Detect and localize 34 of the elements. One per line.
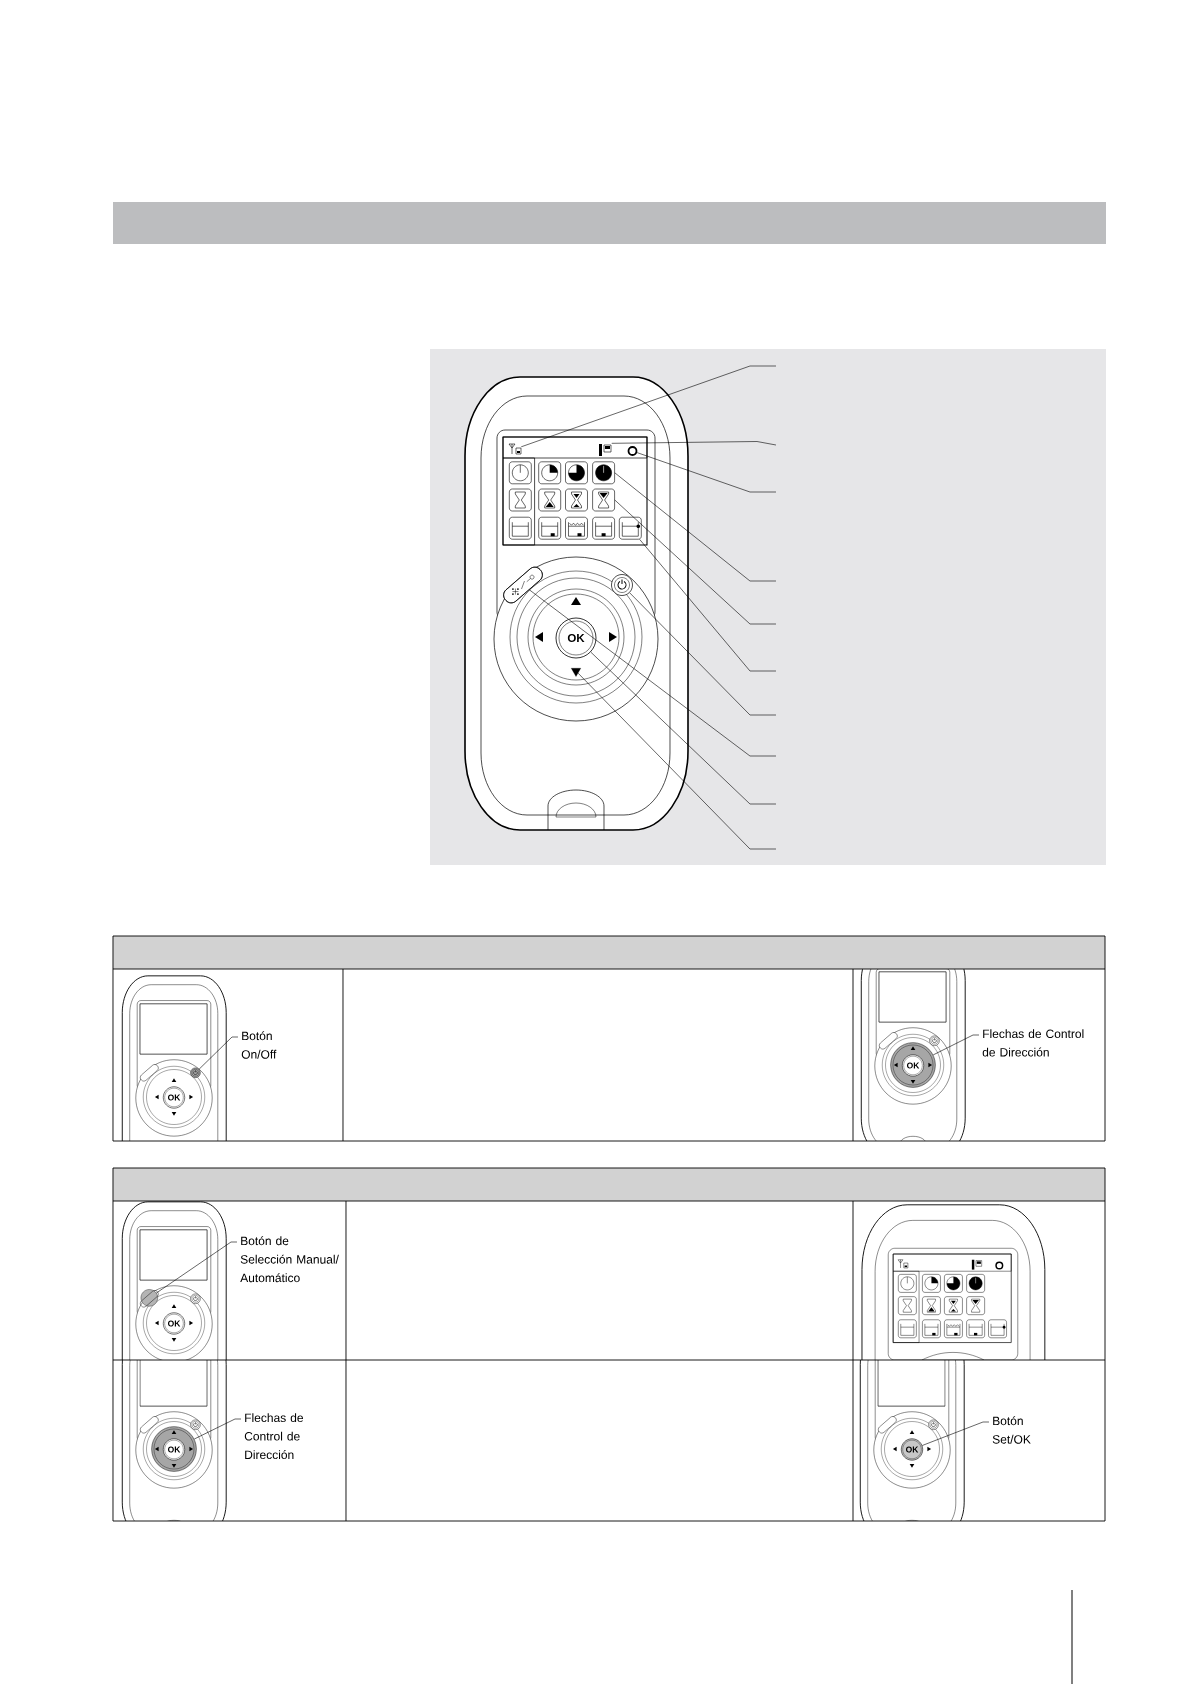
leader-line [639, 539, 777, 672]
timer-icon [592, 461, 615, 485]
ok-button: OK [163, 1312, 185, 1335]
callout-label: Botón de Selección Manual/ Automático [240, 1236, 339, 1283]
mode-button [140, 1289, 159, 1308]
leader-line [611, 441, 777, 446]
level-icon [599, 444, 612, 456]
arrow-key [571, 668, 581, 677]
callout-label: Flechas de Control de Dirección [244, 1413, 303, 1459]
tank-icon [619, 516, 642, 540]
callout-label: Botón Set/OK [992, 1416, 1031, 1444]
ok-button: OK [555, 617, 597, 659]
hourglass-icon [592, 488, 615, 512]
callout-label: Botón On/Off [241, 1031, 277, 1059]
callout-label: Flechas de Control de Dirección [982, 1029, 1084, 1057]
power-button [611, 574, 633, 596]
leader-line [577, 672, 777, 850]
ok-button: OK [901, 1438, 923, 1461]
ok-button: OK [163, 1438, 185, 1461]
title-band [113, 202, 1106, 244]
leader-line [198, 1036, 239, 1070]
signal-icon [508, 443, 522, 455]
ok-button: OK [163, 1086, 185, 1109]
power-button [190, 1067, 201, 1078]
ring-icon [627, 446, 638, 456]
leader-line [932, 1034, 980, 1056]
leader-line [614, 472, 777, 582]
leader-line [614, 499, 777, 625]
ok-button: OK [902, 1054, 924, 1077]
leader-line [193, 1418, 242, 1440]
leader-line [590, 651, 777, 805]
leader-line [636, 452, 777, 493]
leader-line [921, 1421, 990, 1446]
mode-button [503, 566, 543, 604]
